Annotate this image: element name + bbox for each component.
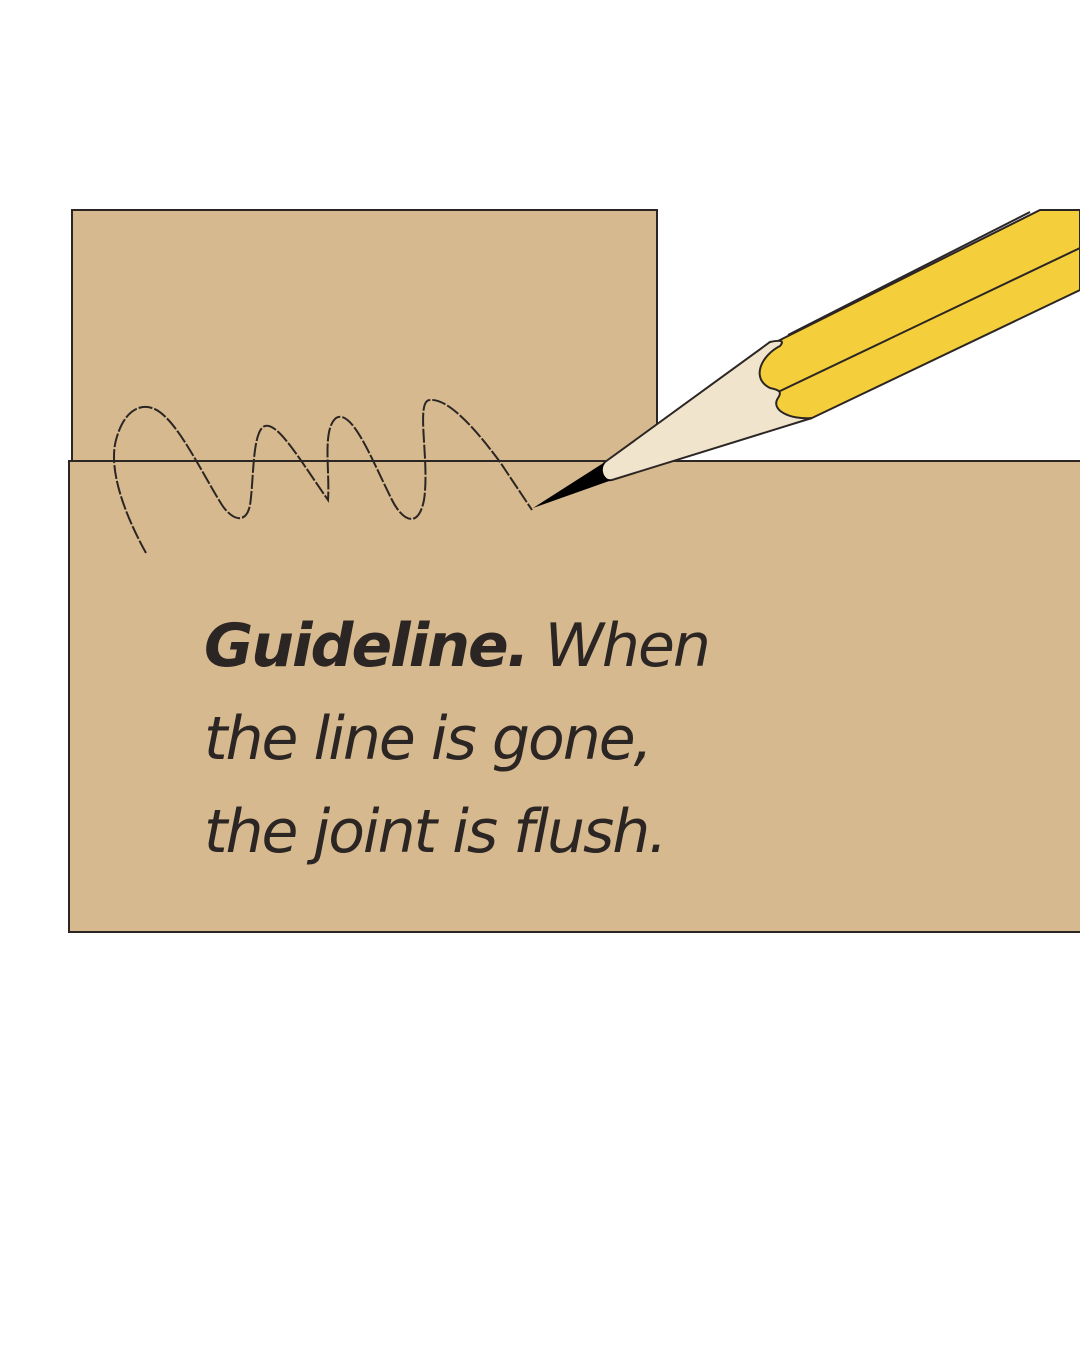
pencil-body (754, 209, 1080, 421)
pencil-lead (533, 462, 612, 508)
pencil-icon (533, 209, 1080, 508)
caption-line-2: the line is gone, (204, 704, 653, 774)
upper-board (71, 209, 658, 462)
caption-line-3: the joint is flush. (204, 797, 667, 867)
caption-line-1: Guideline. When (204, 600, 711, 693)
lower-board (68, 460, 1080, 933)
caption: Guideline. When the line is gone, the jo… (204, 600, 711, 879)
pencil-squiggle (112, 398, 533, 554)
caption-line-1-rest: When (527, 611, 711, 681)
caption-title: Guideline. (204, 611, 530, 681)
